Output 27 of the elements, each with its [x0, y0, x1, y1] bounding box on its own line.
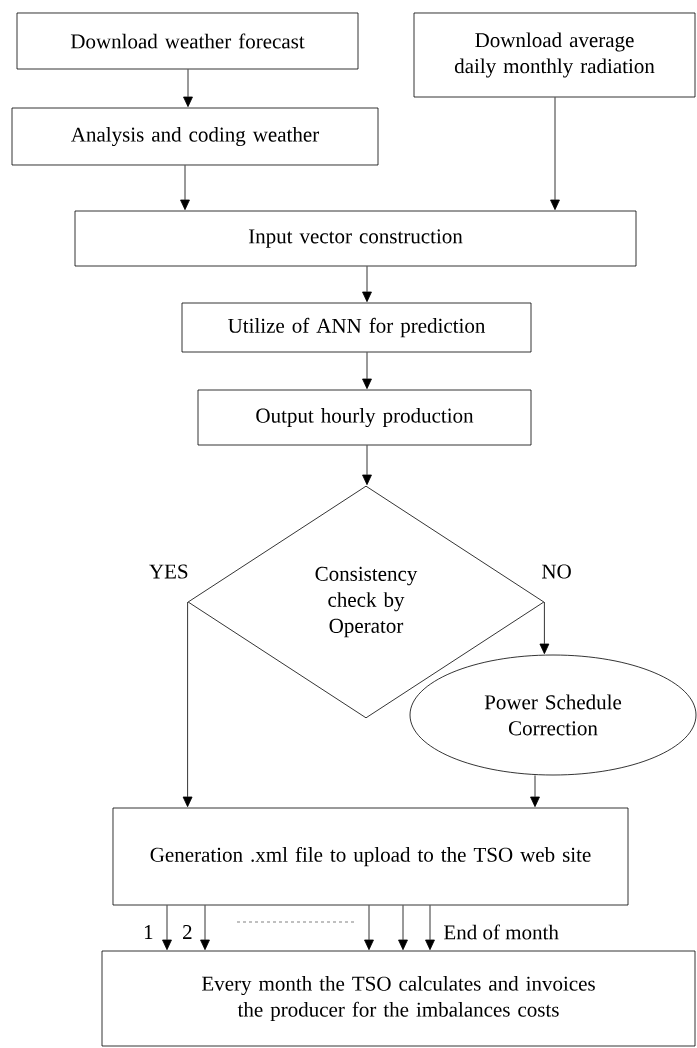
arrow [530, 775, 540, 808]
edge-label: 1 [142, 924, 155, 940]
process-box: Every month the TSO calculates and invoices the producer for the imbalances costs [101, 950, 696, 1047]
process-box: Input vector construction [74, 210, 637, 267]
process-box: Download weather forecast [16, 12, 359, 70]
arrow [180, 165, 190, 211]
process-box: Utilize of ANN for prediction [181, 302, 532, 353]
process-box: Generation .xml file to upload to the TSO web site [112, 807, 629, 906]
arrow [162, 905, 172, 951]
arrow [182, 601, 193, 808]
process-box: Output hourly production [197, 389, 532, 446]
arrow [362, 445, 372, 486]
arrow [398, 905, 408, 951]
arrow [362, 266, 372, 303]
arrow [362, 352, 372, 390]
edge-label: NO [540, 563, 573, 580]
arrow [183, 69, 193, 108]
arrow [425, 905, 435, 951]
arrow [539, 601, 550, 655]
arrow [364, 905, 374, 951]
edge-label: End of month [442, 923, 560, 941]
arrow [550, 97, 560, 211]
arrow [200, 905, 210, 951]
edge-label: 2 [181, 924, 194, 940]
edge-label: YES [147, 563, 190, 580]
process-box: Analysis and coding weather [11, 107, 379, 166]
process-box: Download average daily monthly radiation [413, 12, 696, 98]
